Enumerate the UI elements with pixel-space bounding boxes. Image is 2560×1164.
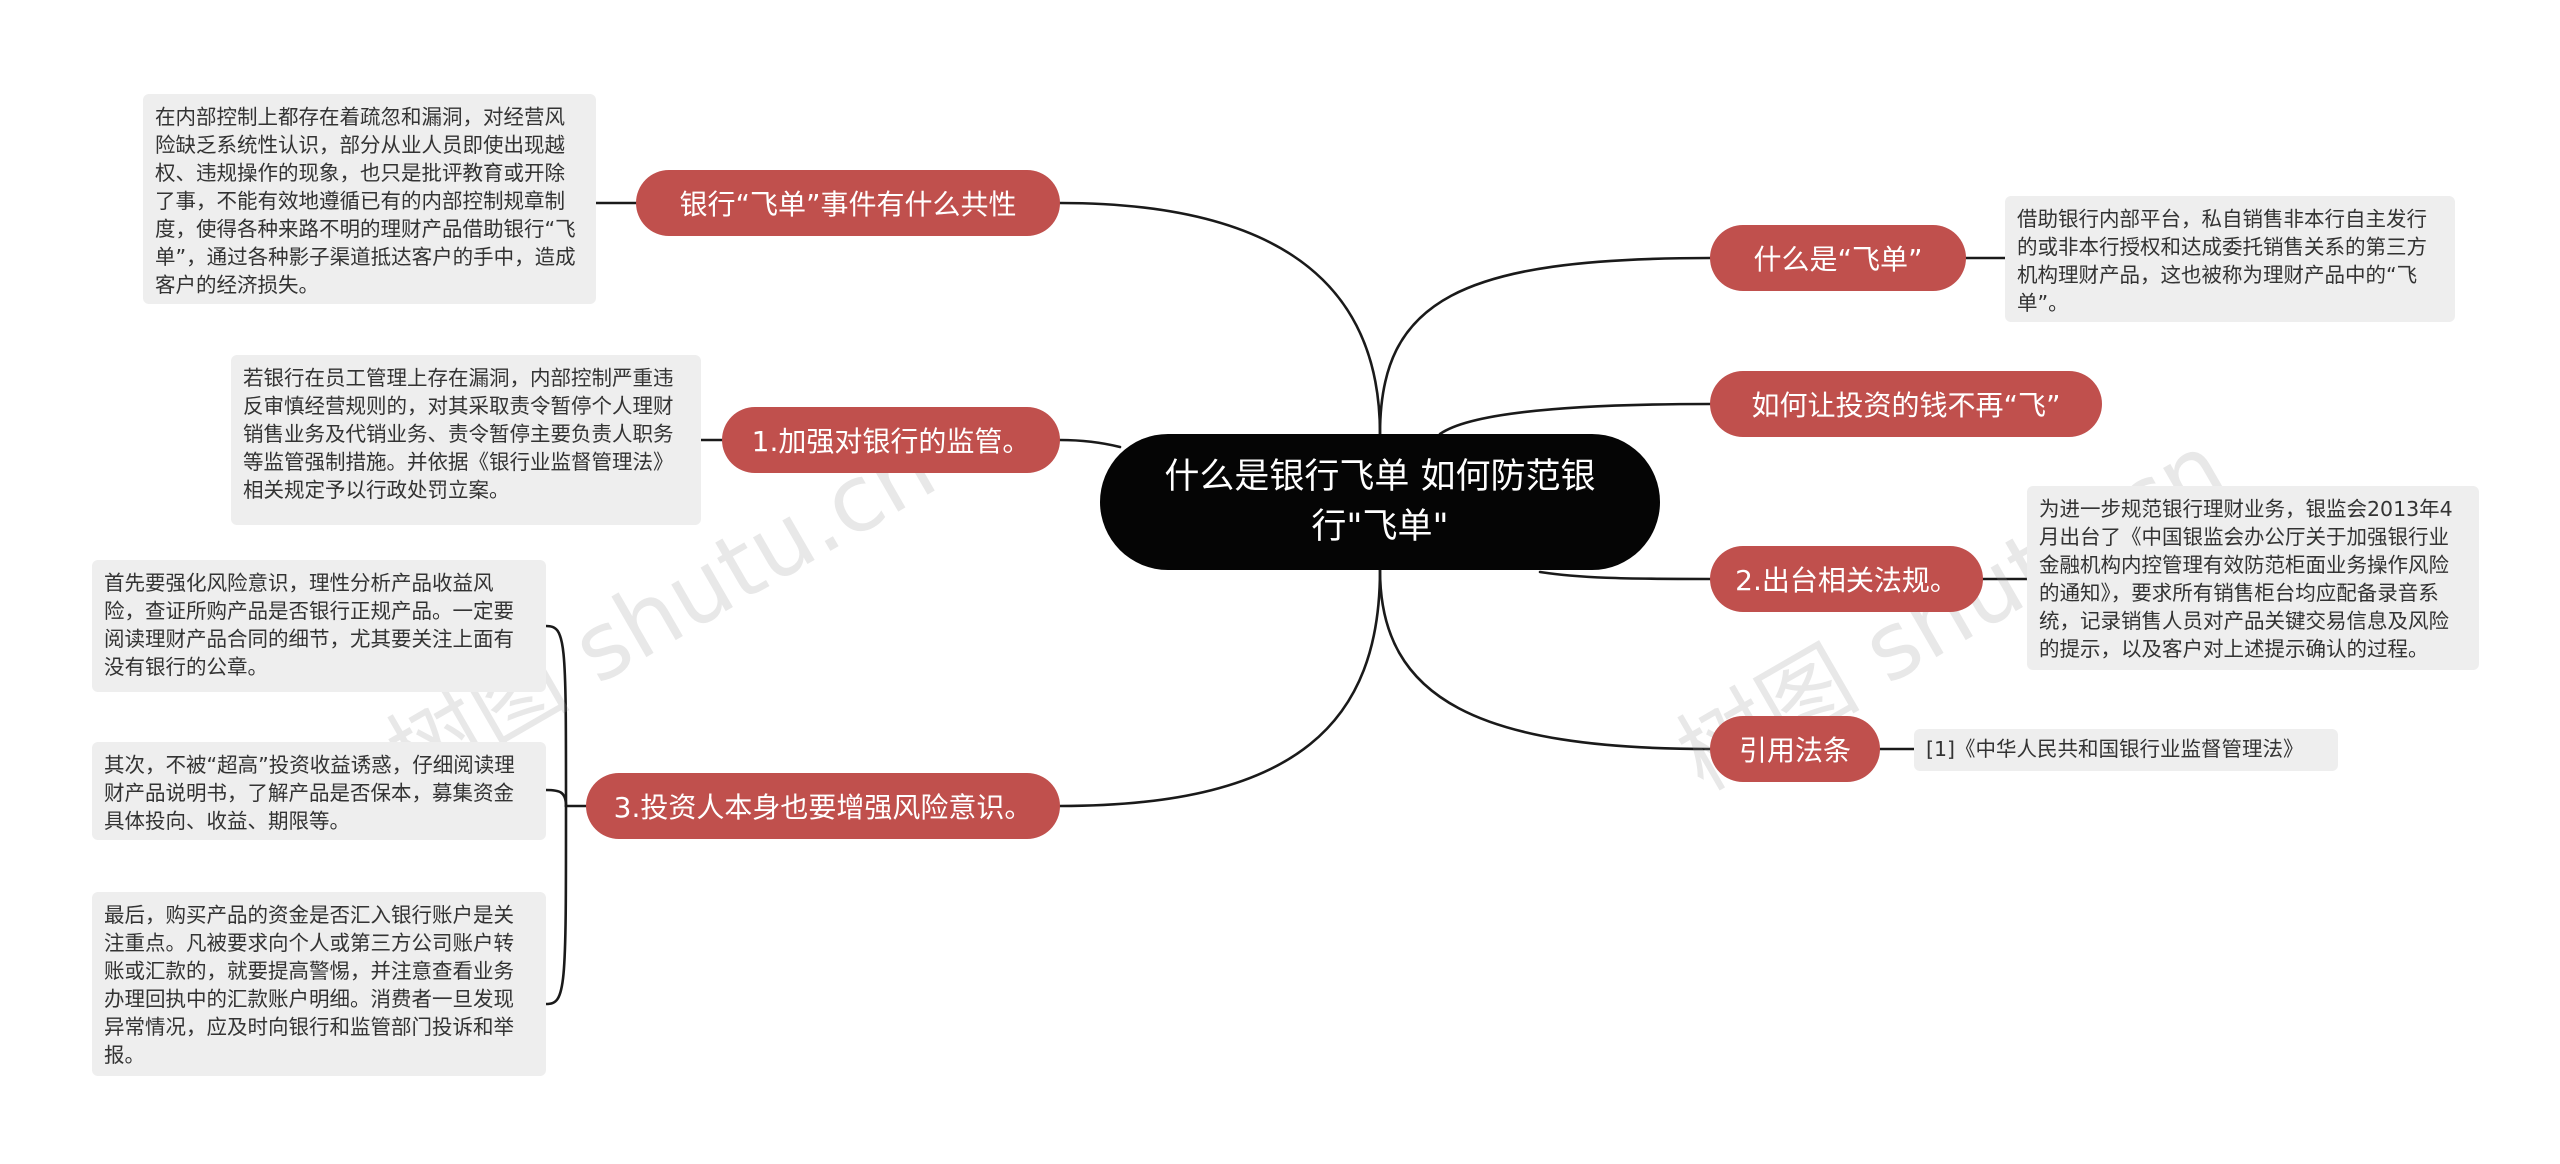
- central-topic[interactable]: 什么是银行飞单 如何防范银行"飞单": [1100, 434, 1660, 570]
- link-center-jianguan: [1058, 438, 1122, 449]
- link-center-gongxing: [1058, 201, 1382, 436]
- link-center-fengxian: [1058, 568, 1382, 808]
- link-center-fagui: [1538, 570, 1712, 581]
- leaf-shenme: 借助银行内部平台，私自销售非本行自主发行的或非本行授权和达成委托销售关系的第三方…: [2005, 196, 2455, 322]
- leaf-fengxian-1: 首先要强化风险意识，理性分析产品收益风险，查证所购产品是否银行正规产品。一定要阅…: [92, 560, 546, 692]
- branch-gongxing[interactable]: 银行“飞单”事件有什么共性: [636, 170, 1060, 236]
- leaf-fagui: 为进一步规范银行理财业务，银监会2013年4月出台了《中国银监会办公厅关于加强银…: [2027, 486, 2479, 670]
- branch-yinyong[interactable]: 引用法条: [1710, 716, 1880, 782]
- branch-jianguan[interactable]: 1.加强对银行的监管。: [722, 407, 1060, 473]
- leaf-gongxing: 在内部控制上都存在着疏忽和漏洞，对经营风险缺乏系统性认识，部分从业人员即使出现越…: [143, 94, 596, 304]
- leaf-jianguan: 若银行在员工管理上存在漏洞，内部控制严重违反审慎经营规则的，对其采取责令暂停个人…: [231, 355, 701, 525]
- link-center-ruhe: [1438, 402, 1712, 436]
- leaf-yinyong: [1]《中华人民共和国银行业监督管理法》: [1914, 729, 2338, 771]
- link-fengxian-leaf-2: [544, 788, 568, 808]
- branch-shenme[interactable]: 什么是“飞单”: [1710, 225, 1966, 291]
- link-center-yinyong: [1378, 568, 1712, 751]
- branch-ruhe[interactable]: 如何让投资的钱不再“飞”: [1710, 371, 2102, 437]
- leaf-fengxian-3: 最后，购买产品的资金是否汇入银行账户是关注重点。凡被要求向个人或第三方公司账户转…: [92, 892, 546, 1076]
- link-center-shenme: [1378, 256, 1712, 436]
- branch-fengxian[interactable]: 3.投资人本身也要增强风险意识。: [586, 773, 1060, 839]
- branch-fagui[interactable]: 2.出台相关法规。: [1710, 546, 1983, 612]
- link-fengxian-leaf-3: [544, 804, 568, 1006]
- link-fengxian-leaf-1: [544, 624, 568, 808]
- leaf-fengxian-2: 其次，不被“超高”投资收益诱惑，仔细阅读理财产品说明书，了解产品是否保本，募集资…: [92, 742, 546, 840]
